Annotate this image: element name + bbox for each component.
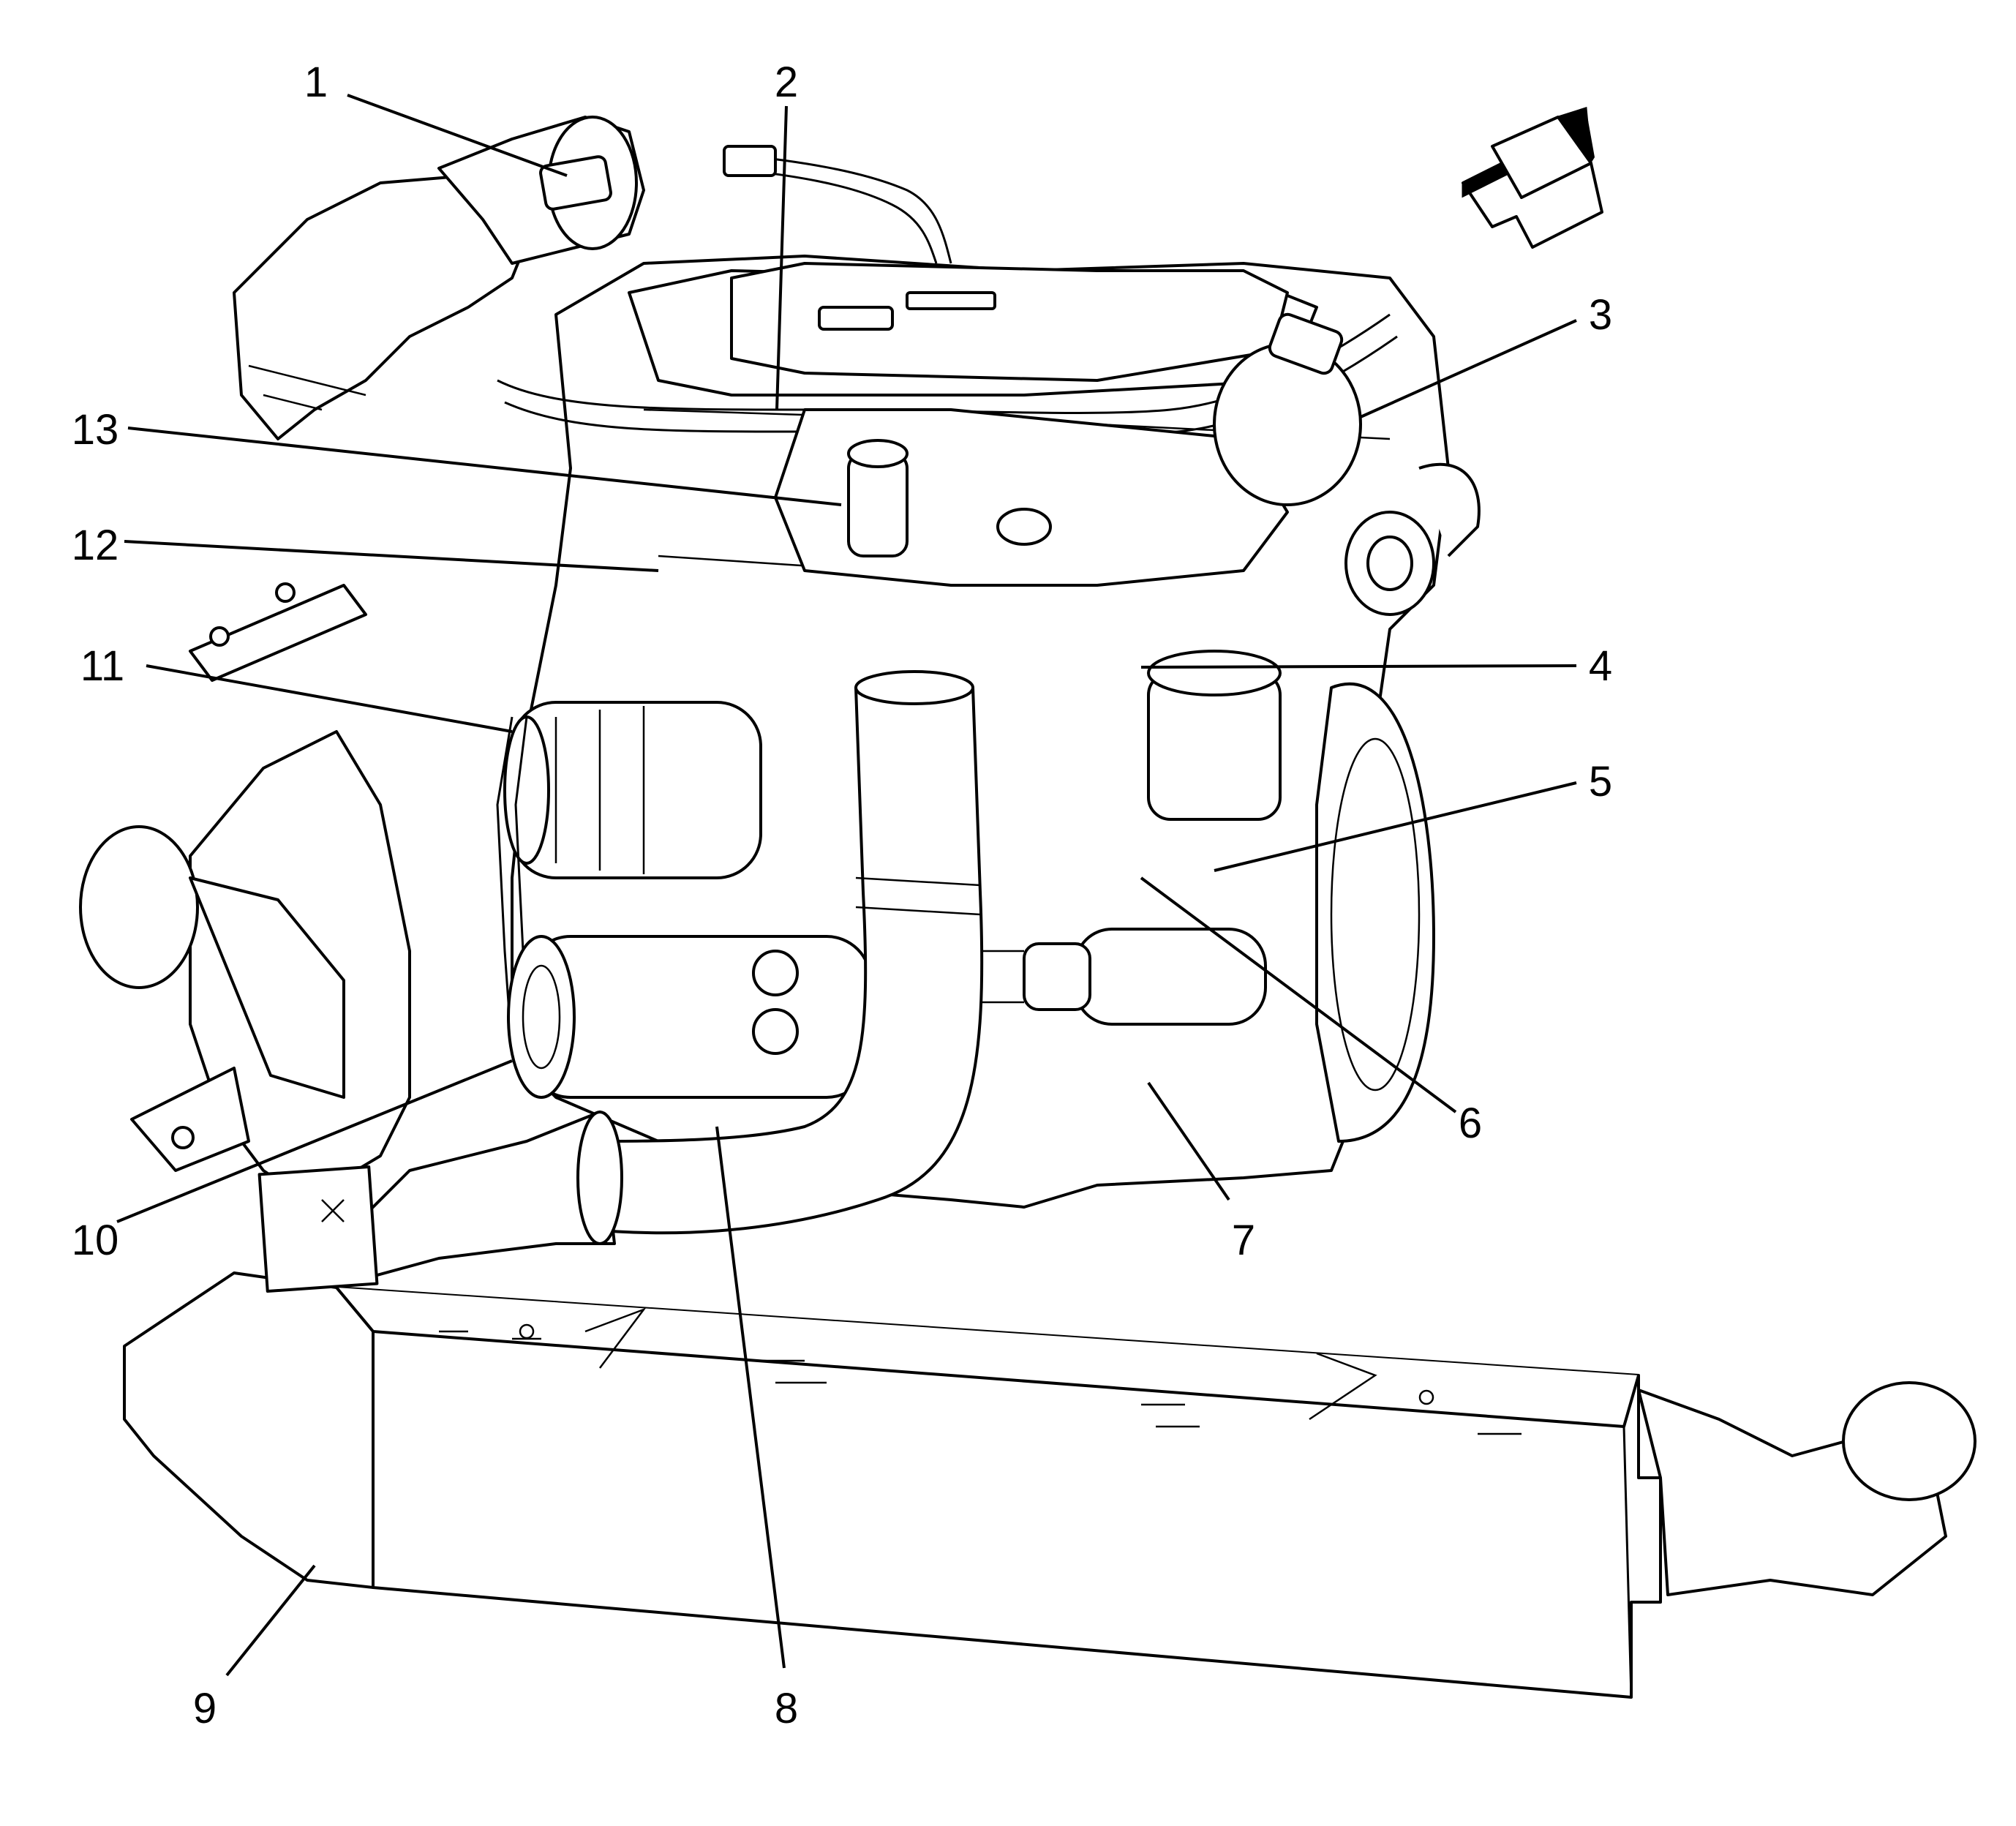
valve-cover (730, 262, 1289, 382)
leader-9 (225, 1564, 316, 1677)
callout-6: 6 (1459, 1100, 1482, 1147)
callout-5: 5 (1589, 758, 1612, 805)
air-duct (79, 730, 411, 1201)
intake-manifold (774, 408, 1289, 587)
leader-1 (347, 94, 568, 177)
flywheel-housing (1315, 682, 1435, 1143)
callout-4: 4 (1589, 642, 1612, 690)
callout-7: 7 (1232, 1217, 1255, 1264)
mounting-bracket (189, 582, 367, 682)
callout-11: 11 (80, 642, 124, 690)
callout-13: 13 (72, 406, 119, 454)
leader-5 (1214, 781, 1577, 872)
callout-2: 2 (775, 59, 798, 106)
leader-10 (116, 1059, 513, 1223)
generator (503, 701, 762, 879)
callout-labels: 1 2 3 4 5 6 7 8 9 10 11 12 13 (72, 59, 1612, 1732)
callout-8: 8 (775, 1685, 798, 1732)
callout-12: 12 (72, 522, 119, 569)
ac-compressor (507, 935, 872, 1099)
lower-charge-air-hose (335, 1111, 623, 1282)
oil-filter (1147, 650, 1282, 821)
starter (980, 928, 1267, 1026)
callout-3: 3 (1589, 291, 1612, 339)
callout-9: 9 (193, 1685, 217, 1732)
leader-6 (1140, 876, 1457, 1113)
callout-10: 10 (72, 1217, 119, 1264)
leader-12 (124, 540, 659, 572)
turbocharger (1344, 462, 1481, 616)
leader-3 (1360, 319, 1577, 418)
coolant-reservoir (1213, 312, 1362, 506)
leader-7 (1147, 1081, 1230, 1201)
leader-4 (1140, 664, 1577, 669)
leader-11 (146, 664, 513, 733)
charge-air-cooler (123, 1271, 1976, 1699)
leader-13 (127, 427, 842, 506)
leader-8 (715, 1126, 786, 1669)
leader-lines (116, 94, 1577, 1677)
front-direction-arrow-icon (1462, 107, 1603, 249)
lower-bracket (257, 1165, 379, 1293)
leader-2 (775, 105, 788, 410)
callout-1: 1 (304, 59, 328, 106)
air-cleaner-housing (233, 116, 645, 440)
